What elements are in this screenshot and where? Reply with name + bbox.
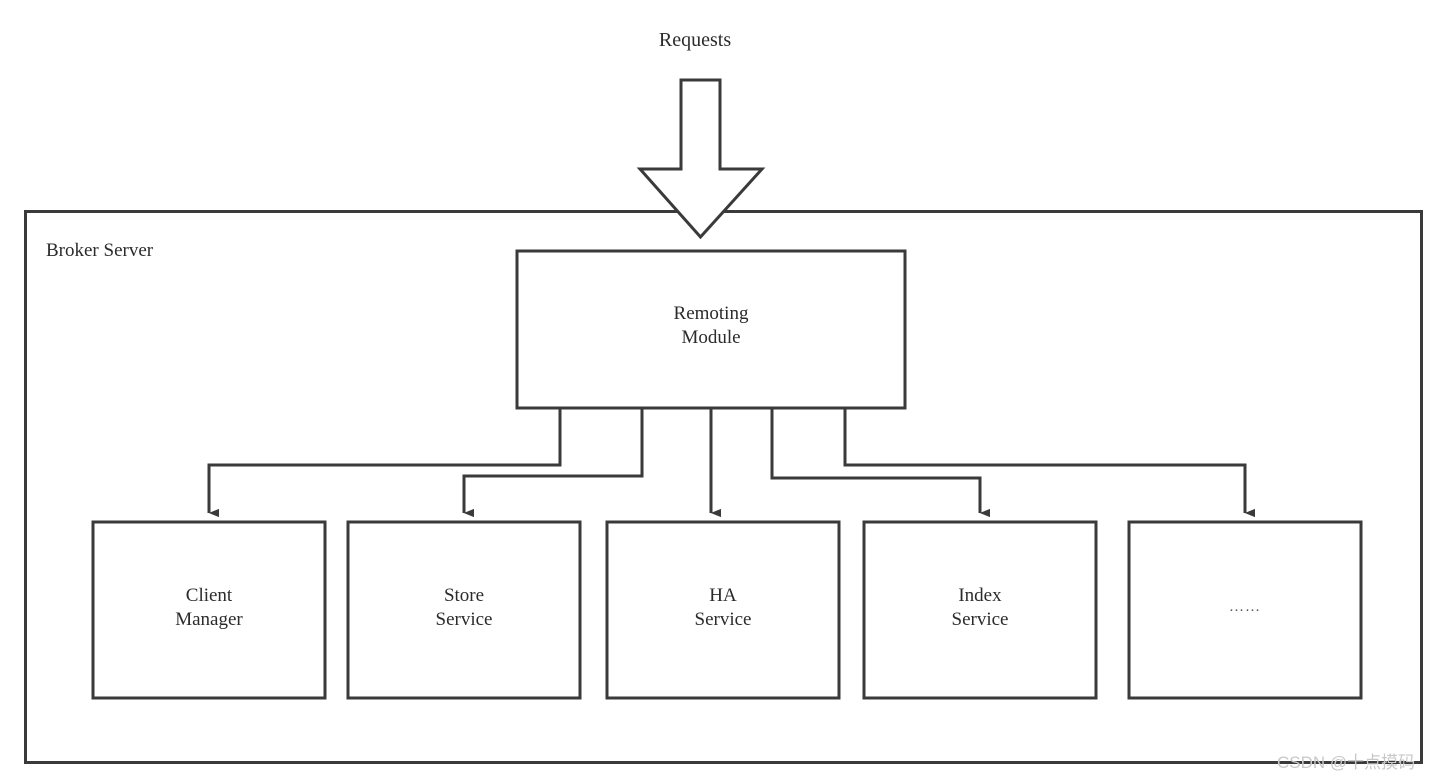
connector-to-store-service	[462, 408, 644, 518]
client-manager-box	[91, 520, 327, 700]
requests-block-arrow	[636, 78, 766, 240]
store-service-box	[346, 520, 582, 700]
connector-to-client-manager	[207, 408, 562, 518]
remoting-module-box	[515, 249, 907, 410]
more-services-box	[1127, 520, 1363, 700]
index-service-box	[862, 520, 1098, 700]
ha-service-box	[605, 520, 841, 700]
connector-to-index-service	[770, 408, 991, 518]
connector-to-more-services	[843, 408, 1256, 518]
